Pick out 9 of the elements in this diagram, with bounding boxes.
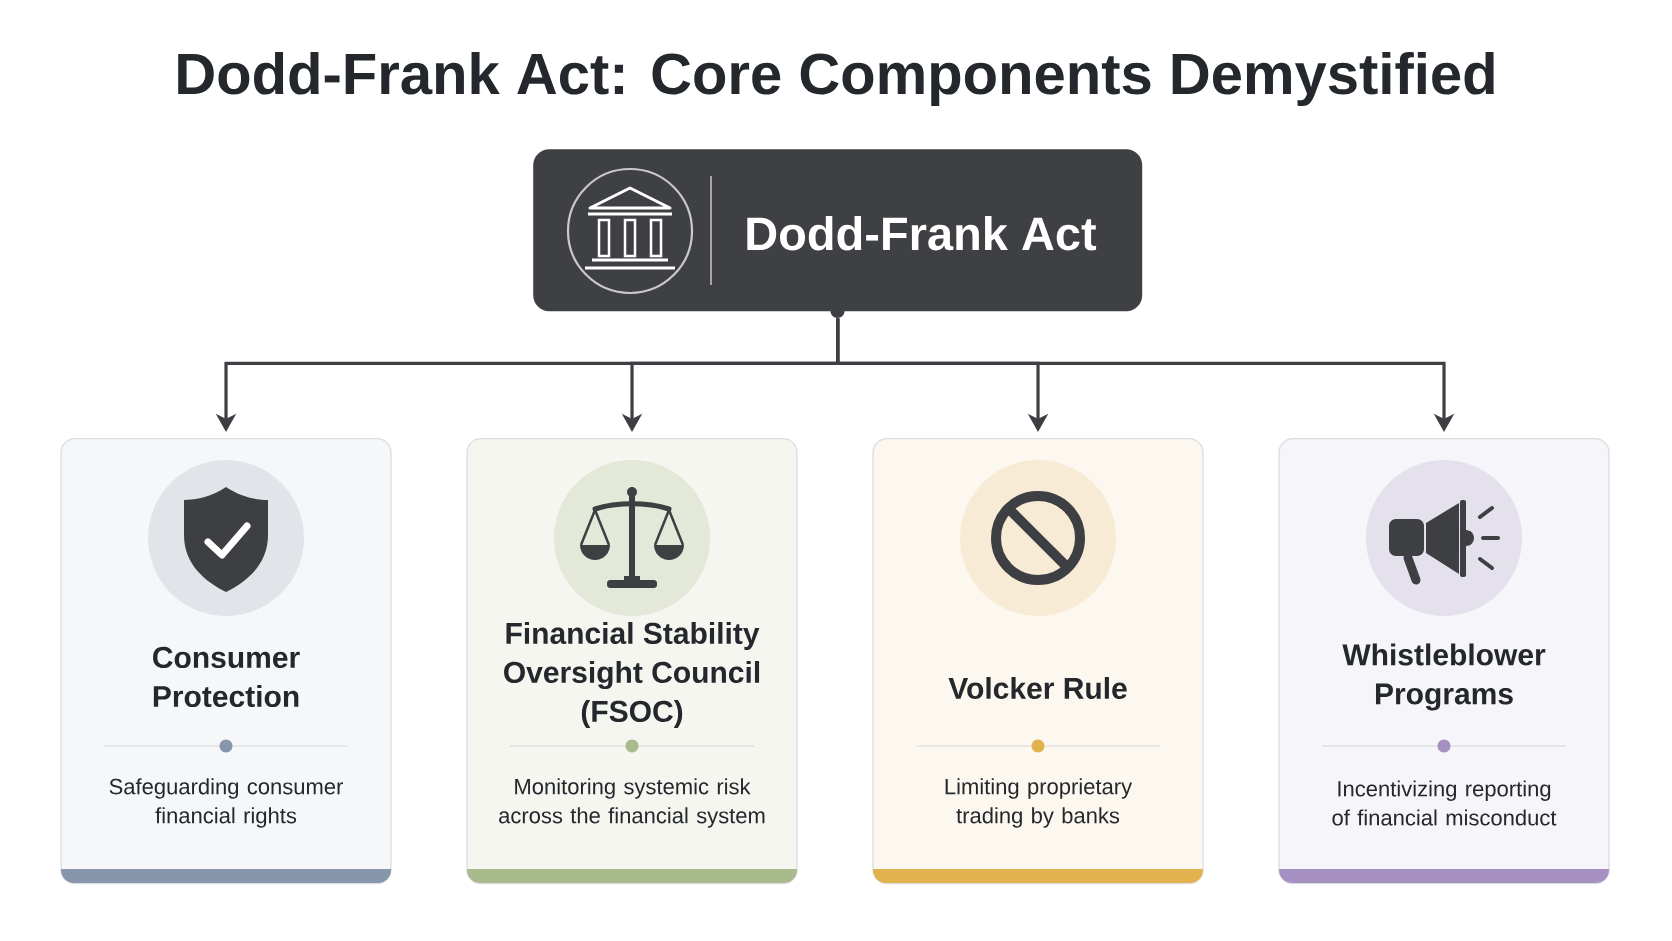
card-description: Monitoring systemic risk across the financial system xyxy=(499,778,765,828)
title: Dodd-Frank Act: Core Components Demystified xyxy=(178,51,1494,107)
card-description: Safeguarding consumer financial rights xyxy=(109,778,343,828)
card-heading: Financial Stability Oversight Council (FSOC) xyxy=(504,622,760,728)
card-description: Limiting proprietary trading by banks xyxy=(945,778,1133,828)
card-description: Incentivizing reporting of financial misconduct xyxy=(1332,780,1557,826)
card-heading: Volcker Rule xyxy=(948,677,1127,699)
card-heading: Consumer Protection xyxy=(153,646,300,708)
card-heading: Whistleblower Programs xyxy=(1342,643,1546,711)
